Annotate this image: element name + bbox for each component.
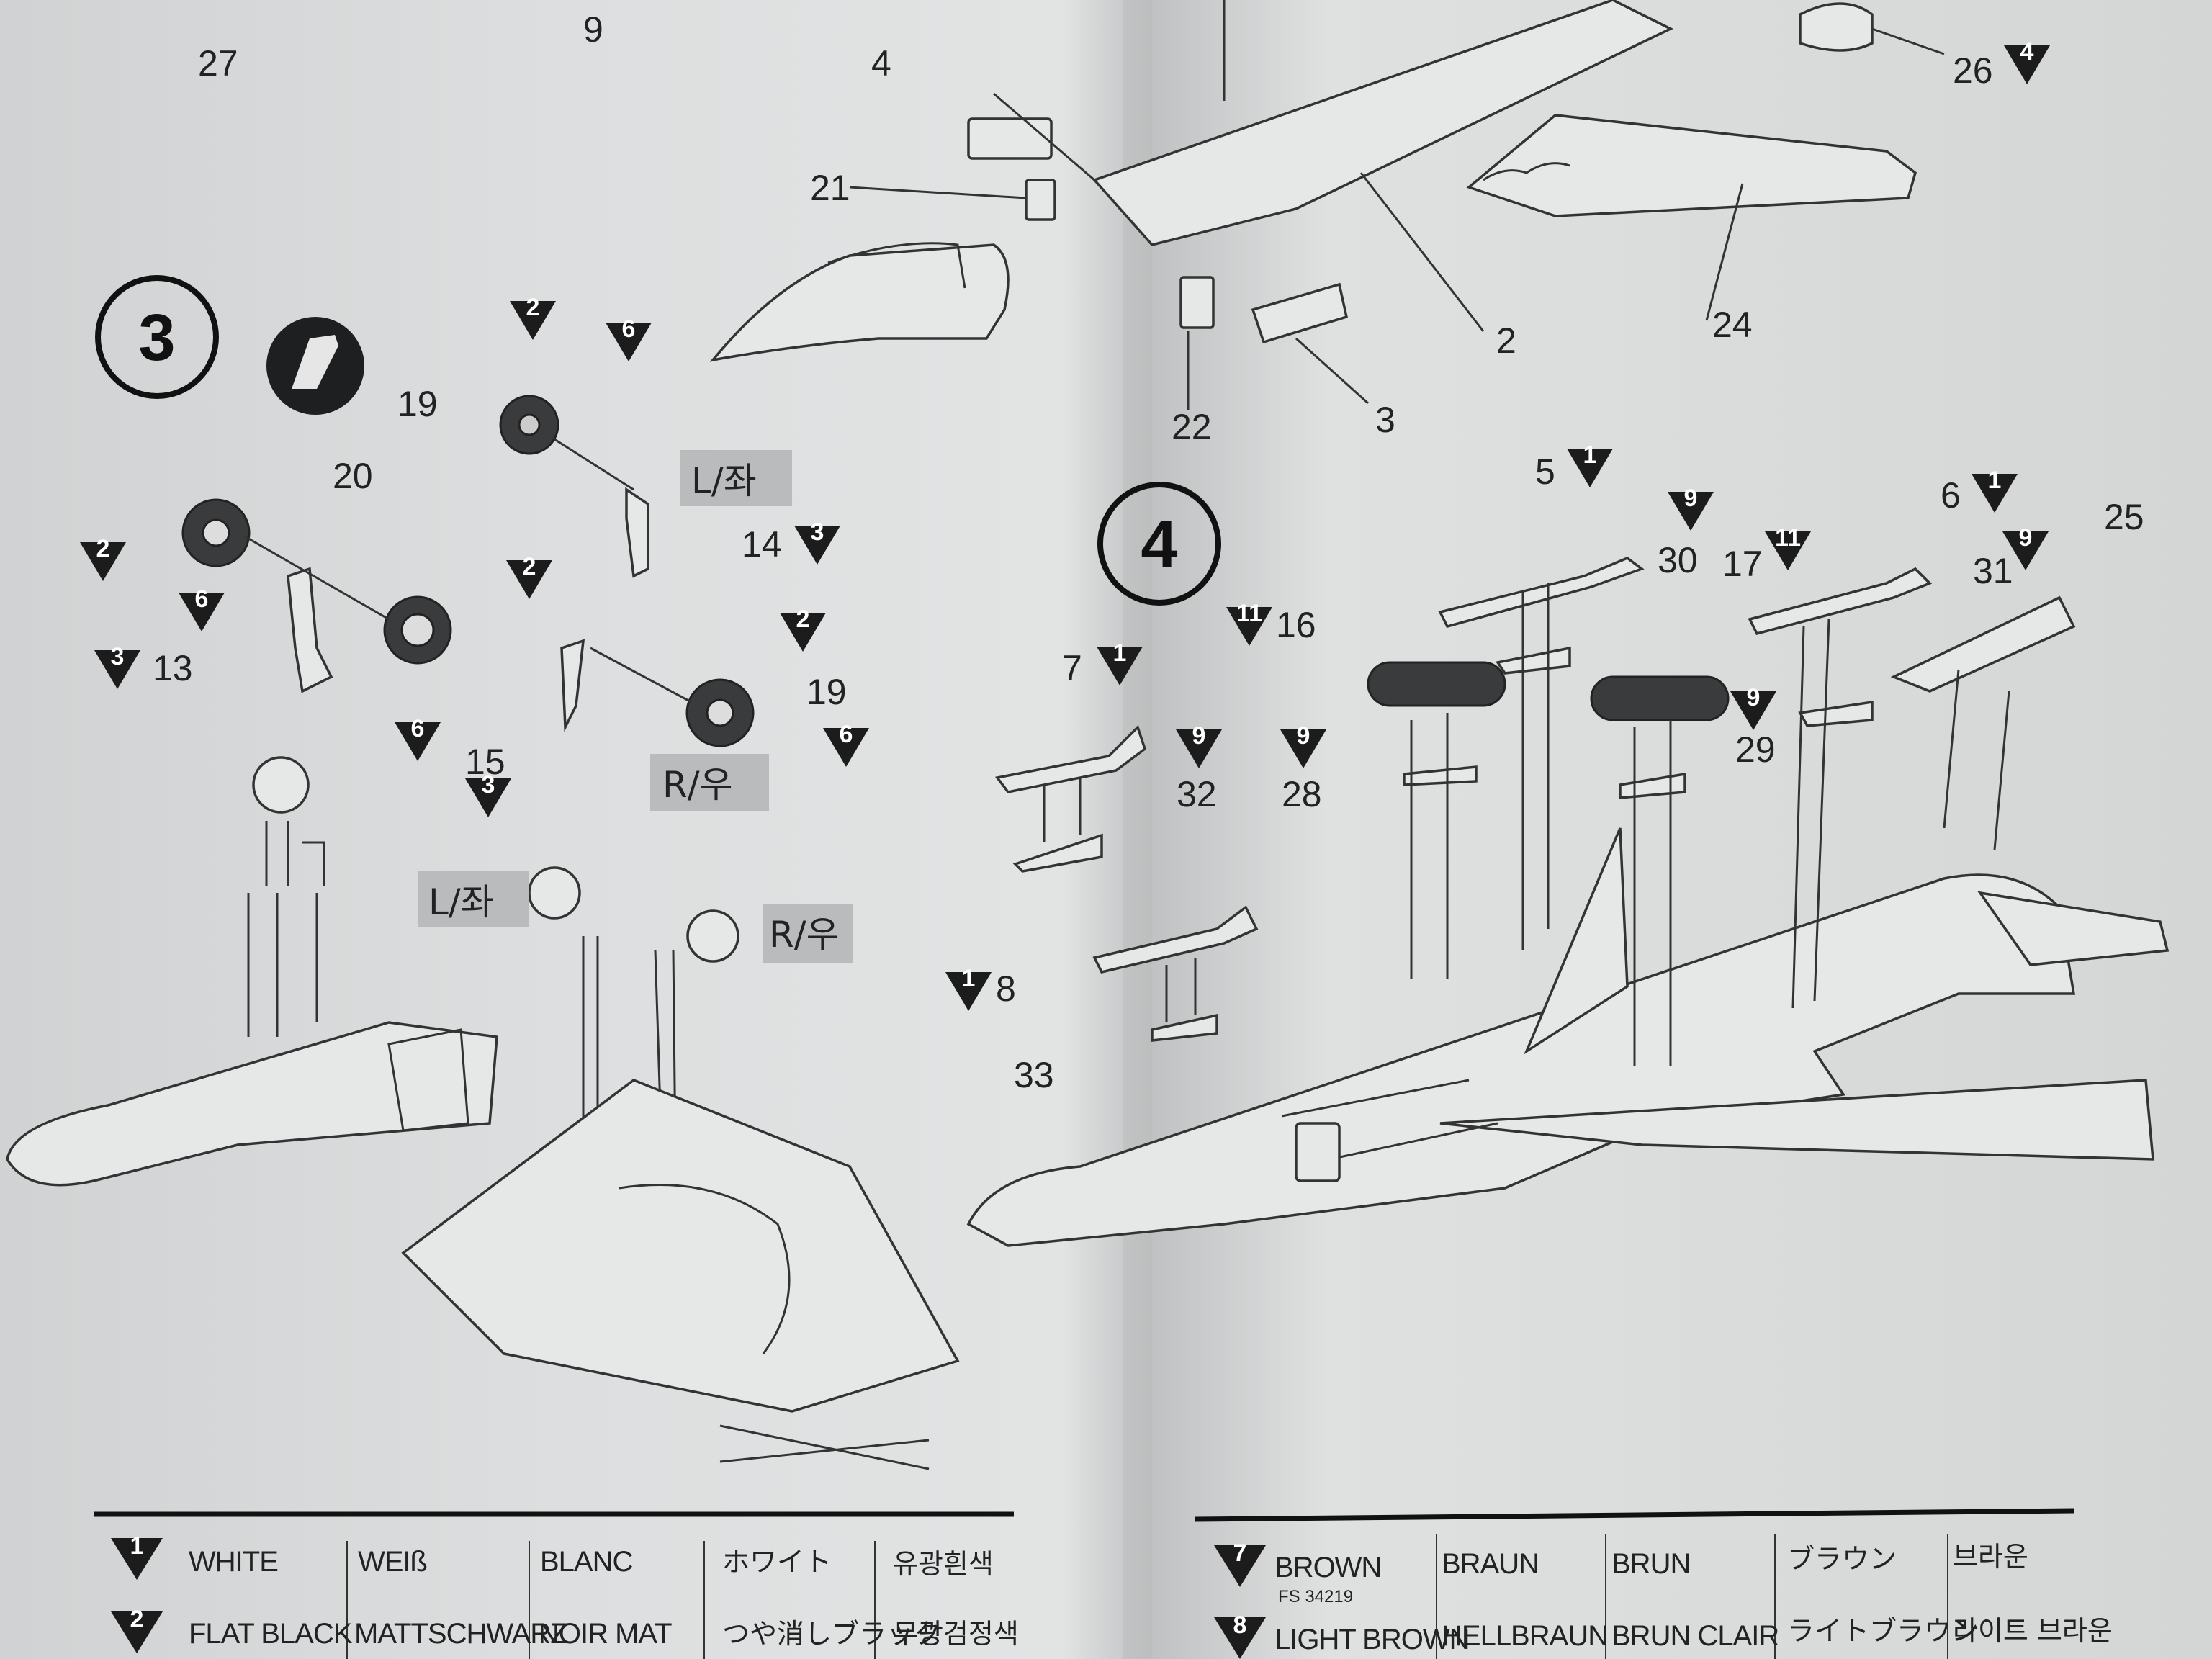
svg-text:2: 2 — [96, 535, 110, 562]
svg-text:25: 25 — [2104, 497, 2144, 537]
svg-text:2: 2 — [796, 606, 810, 633]
svg-text:1: 1 — [962, 965, 976, 992]
svg-text:32: 32 — [1177, 774, 1217, 814]
svg-text:9: 9 — [1684, 485, 1698, 512]
svg-text:1: 1 — [1113, 639, 1127, 667]
svg-text:27: 27 — [198, 43, 238, 84]
side-tag-left-2: L/좌 — [418, 871, 529, 927]
svg-text:ライトブラウン: ライトブラウン — [1787, 1615, 1979, 1647]
svg-text:WHITE: WHITE — [189, 1546, 278, 1578]
svg-text:2: 2 — [523, 553, 536, 580]
svg-text:4: 4 — [871, 43, 891, 84]
svg-text:15: 15 — [465, 742, 505, 782]
svg-text:브라운: 브라운 — [1953, 1541, 2028, 1573]
glue-icon — [266, 317, 364, 415]
svg-text:라이트 브라운: 라이트 브라운 — [1953, 1615, 2113, 1647]
svg-text:14: 14 — [742, 524, 782, 565]
svg-text:8: 8 — [996, 968, 1016, 1009]
svg-text:つや消しブラック: つや消しブラック — [722, 1618, 941, 1650]
svg-text:R/우: R/우 — [662, 764, 733, 806]
svg-text:19: 19 — [806, 672, 847, 712]
svg-text:6: 6 — [411, 715, 425, 742]
svg-text:16: 16 — [1276, 605, 1316, 645]
paint-code-markers: 4 2 6 2 6 2 3 3 6 2 6 3 1 9 1 11 9 11 1 … — [80, 38, 2050, 1011]
svg-text:BRAUN: BRAUN — [1442, 1548, 1539, 1580]
svg-text:11: 11 — [1775, 524, 1801, 552]
svg-text:MATTSCHWARZ: MATTSCHWARZ — [354, 1618, 567, 1650]
svg-text:6: 6 — [195, 585, 209, 613]
svg-text:6: 6 — [1941, 475, 1961, 516]
svg-text:17: 17 — [1722, 544, 1763, 584]
svg-text:L/좌: L/좌 — [691, 460, 757, 502]
svg-text:1: 1 — [130, 1532, 144, 1560]
svg-text:무광검정색: 무광검정색 — [893, 1618, 1019, 1650]
svg-text:31: 31 — [1973, 551, 2013, 591]
svg-text:7: 7 — [1233, 1539, 1247, 1567]
step-4-badge: 4 — [1097, 482, 1221, 606]
weapons-assembly — [966, 557, 2170, 1247]
svg-text:9: 9 — [1297, 722, 1310, 750]
svg-text:20: 20 — [333, 456, 373, 496]
svg-text:3: 3 — [138, 301, 175, 374]
step-3-badge: 3 — [95, 275, 219, 399]
svg-text:R/우: R/우 — [769, 914, 840, 956]
svg-text:33: 33 — [1014, 1055, 1054, 1095]
svg-text:26: 26 — [1953, 50, 1993, 91]
svg-text:6: 6 — [840, 721, 853, 748]
svg-text:3: 3 — [111, 643, 125, 670]
svg-text:ホワイト: ホワイト — [722, 1546, 832, 1578]
svg-text:BROWN: BROWN — [1274, 1552, 1381, 1583]
svg-text:2: 2 — [526, 294, 540, 321]
part-labels: 27 9 4 21 2 3 22 24 26 19 20 14 13 15 19… — [153, 9, 2144, 1095]
svg-text:WEIß: WEIß — [358, 1546, 427, 1578]
svg-text:2: 2 — [1496, 320, 1516, 361]
side-tag-left-1: L/좌 — [680, 450, 792, 506]
svg-text:13: 13 — [153, 648, 193, 688]
svg-text:4: 4 — [1141, 508, 1177, 581]
svg-text:3: 3 — [482, 771, 495, 799]
landing-gear-assembly — [6, 395, 960, 1470]
svg-text:19: 19 — [397, 384, 438, 424]
svg-text:FLAT BLACK: FLAT BLACK — [189, 1618, 353, 1650]
svg-text:1: 1 — [1988, 467, 2002, 494]
svg-text:ブラウン: ブラウン — [1787, 1543, 1897, 1575]
svg-text:BRUN CLAIR: BRUN CLAIR — [1611, 1620, 1779, 1652]
svg-text:3: 3 — [811, 518, 824, 546]
svg-text:21: 21 — [810, 168, 850, 208]
paint-legend-left: 1 WHITE WEIß BLANC ホワイト 유광흰색 2 FLAT BLAC… — [94, 1511, 1019, 1659]
side-tag-right-2: R/우 — [763, 904, 853, 963]
svg-text:L/좌: L/좌 — [428, 881, 494, 923]
svg-text:5: 5 — [1535, 451, 1555, 492]
side-tag-right-1: R/우 — [650, 754, 769, 811]
svg-text:FS 34219: FS 34219 — [1278, 1587, 1353, 1606]
svg-text:11: 11 — [1236, 600, 1262, 627]
svg-text:3: 3 — [1375, 400, 1395, 440]
svg-text:7: 7 — [1062, 648, 1082, 688]
fuselage-top-assembly — [709, 0, 1945, 410]
svg-text:29: 29 — [1735, 729, 1776, 770]
svg-text:9: 9 — [2019, 524, 2033, 552]
svg-text:유광흰색: 유광흰색 — [893, 1548, 994, 1580]
svg-text:NOIR MAT: NOIR MAT — [539, 1618, 672, 1650]
svg-text:24: 24 — [1712, 305, 1753, 345]
svg-text:BLANC: BLANC — [540, 1546, 632, 1578]
svg-text:2: 2 — [130, 1606, 144, 1633]
svg-text:HELLBRAUN: HELLBRAUN — [1442, 1620, 1608, 1652]
svg-text:9: 9 — [1192, 722, 1206, 750]
paint-legend-right: 7 BROWN FS 34219 BRAUN BRUN ブラウン 브라운 8 L… — [1195, 1508, 2113, 1659]
svg-text:BRUN: BRUN — [1611, 1548, 1690, 1580]
svg-text:8: 8 — [1233, 1611, 1247, 1639]
svg-text:6: 6 — [622, 315, 636, 343]
svg-text:9: 9 — [1747, 684, 1761, 711]
svg-text:28: 28 — [1282, 774, 1322, 814]
svg-text:1: 1 — [1583, 441, 1597, 469]
svg-text:30: 30 — [1658, 540, 1698, 580]
svg-text:22: 22 — [1172, 407, 1212, 447]
svg-text:LIGHT BROWN: LIGHT BROWN — [1274, 1624, 1470, 1655]
svg-text:9: 9 — [583, 9, 603, 50]
svg-text:4: 4 — [2020, 38, 2034, 66]
